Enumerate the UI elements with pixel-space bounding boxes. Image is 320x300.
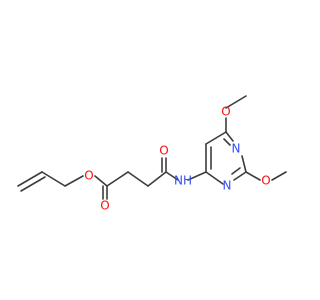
bond-methoxy-right-1 — [245, 171, 261, 181]
bond-ring-2 — [205, 131, 227, 145]
bond-allyl-double-a — [17, 171, 43, 187]
methoxy-oxygen-top-label: O — [221, 105, 230, 119]
bond-chain-2 — [127, 171, 149, 187]
bond-allyl-single-1 — [41, 171, 66, 187]
bond-allyl-to-oxygen — [64, 175, 84, 187]
bond-nh-to-ring — [187, 171, 207, 181]
bond-allyl-double-b — [20, 176, 46, 192]
ring-nitrogen-top-label: N — [232, 142, 241, 156]
amide-carbonyl-oxygen-label: O — [159, 144, 168, 158]
bond-methoxy-right-2 — [271, 171, 287, 181]
bond-ring-3 — [225, 131, 234, 142]
bond-methoxy-top-2 — [225, 95, 247, 109]
bond-chain-3 — [147, 171, 167, 187]
bond-amide-to-nh — [165, 171, 179, 181]
bond-oxygen-to-ester-carbon — [94, 175, 108, 187]
bond-ring-5 — [233, 171, 247, 181]
molecule-canvas: O O O NH N N O O — [17, 95, 287, 213]
bond-chain-1 — [106, 171, 129, 187]
ester-carbonyl-oxygen-label: O — [100, 199, 109, 213]
ester-oxygen-label: O — [84, 169, 93, 183]
ring-nitrogen-bottom-label: N — [223, 179, 232, 193]
bond-ring-4 — [241, 155, 247, 173]
methoxy-oxygen-right-label: O — [261, 174, 270, 188]
bond-ring-5-inner — [231, 167, 241, 175]
structure-diagram: O O O NH N N O O — [17, 95, 287, 213]
bond-ring-6 — [205, 171, 224, 185]
amide-nitrogen-label: NH — [174, 174, 192, 188]
bond-ring-3-inner — [223, 138, 231, 146]
